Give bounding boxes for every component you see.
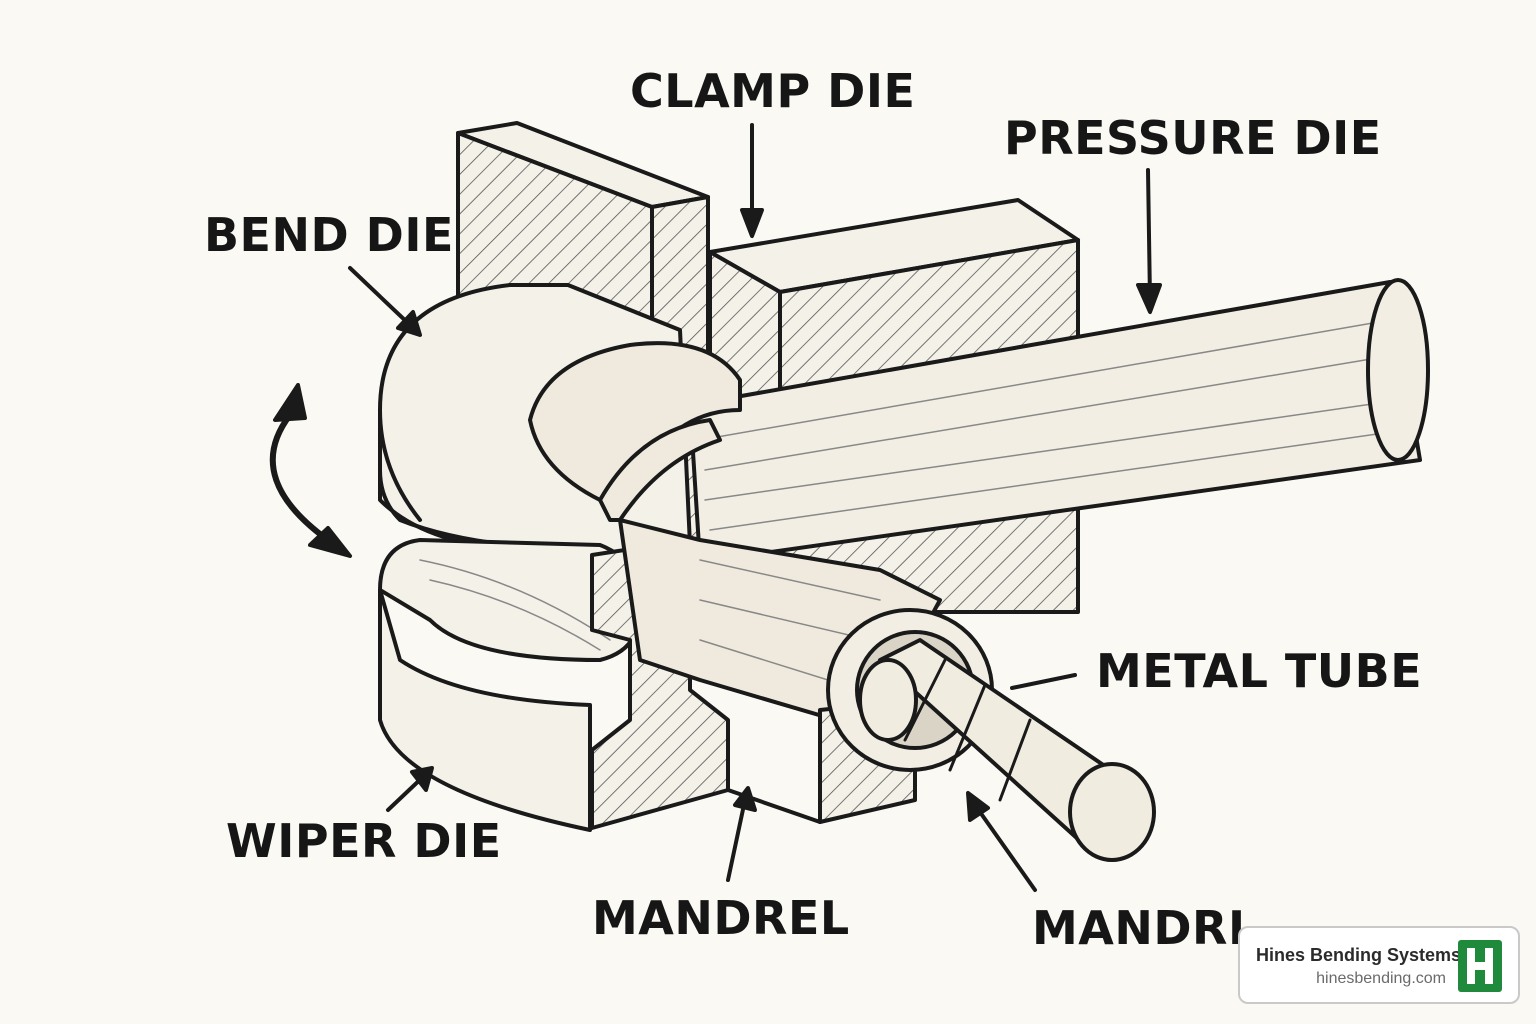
mandrl-label: MANDRL [1032,901,1258,955]
pressure-die-label: PRESSURE DIE [1004,111,1382,165]
bend-die-label: BEND DIE [204,208,454,262]
wiper-die-label: WIPER DIE [226,814,502,868]
metal-tube-straight [688,278,1430,564]
mandrel-label: MANDREL [592,891,850,945]
mandrel-rod [858,638,1156,862]
brand-badge: Hines Bending Systems hinesbending.com [1238,926,1520,1004]
clamp-die-label: CLAMP DIE [630,64,916,118]
brand-logo-icon [1458,940,1502,992]
metal-tube-label: METAL TUBE [1096,644,1423,698]
brand-url: hinesbending.com [1316,970,1446,987]
leader-arrows [348,123,1162,892]
brand-name: Hines Bending Systems [1256,945,1462,965]
rotation-arrow [269,383,352,558]
